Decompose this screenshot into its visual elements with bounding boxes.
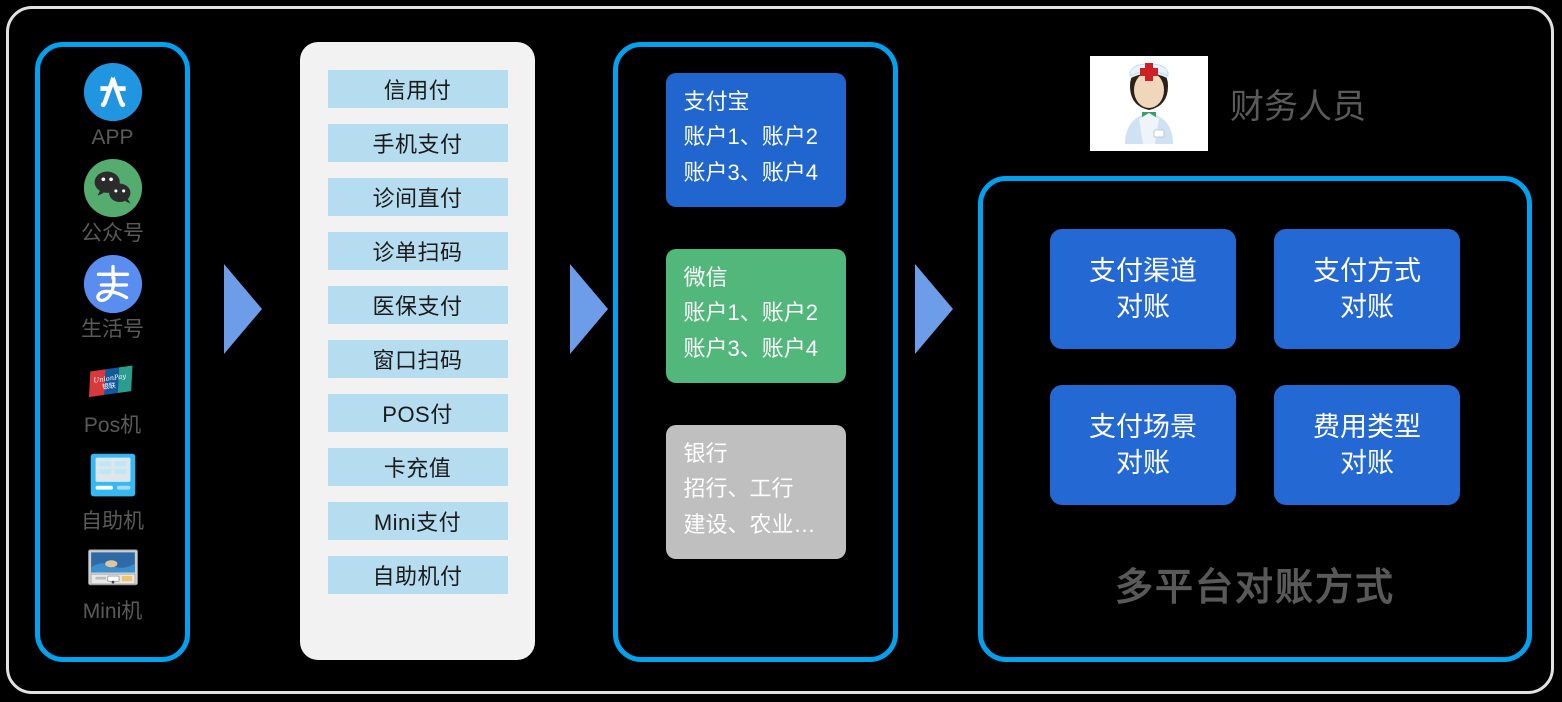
payment-channels-panel: 支付宝 账户1、账户2 账户3、账户4 微信 账户1、账户2 账户3、账户4 银… [613,42,898,662]
channel-card-alipay[interactable]: 支付宝 账户1、账户2 账户3、账户4 [665,73,846,207]
channel-name: 银行 [683,441,728,466]
source-item-alipay-life[interactable]: 生活号 [40,253,185,343]
unionpay-pos-icon: UnionPay 银联 [82,349,144,411]
source-item-mini-terminal[interactable]: Mini机 [40,541,185,625]
channel-accounts-line: 账户1、账户2 [683,300,818,325]
arrow-right-icon [915,264,953,354]
reconciliation-box-scene[interactable]: 支付场景 对账 [1050,385,1236,505]
method-chip[interactable]: 医保支付 [327,286,508,324]
channel-name: 微信 [683,265,728,290]
channel-accounts-line: 账户3、账户4 [683,336,818,361]
method-chip[interactable]: POS付 [327,394,508,432]
source-item-wechat-official[interactable]: 公众号 [40,157,185,247]
channel-card-bank[interactable]: 银行 招行、工行 建设、农业… [665,425,846,559]
finance-staff-block: 财务人员 [1090,56,1366,151]
reconciliation-grid: 支付渠道 对账 支付方式 对账 支付场景 对账 费用类型 对账 [1050,229,1460,505]
payment-sources-list: APP 公众号 [40,61,185,625]
method-chip[interactable]: 窗口扫码 [327,340,508,378]
source-label: APP [91,126,134,149]
source-label: Mini机 [82,600,143,623]
channel-accounts-line: 招行、工行 [683,476,794,501]
finance-staff-label: 财务人员 [1230,88,1366,126]
reconciliation-box-fee-type[interactable]: 费用类型 对账 [1274,385,1460,505]
svg-text:银联: 银联 [101,380,116,391]
channel-card-wechat[interactable]: 微信 账户1、账户2 账户3、账户4 [665,249,846,383]
method-chip[interactable]: 自助机付 [327,556,508,594]
payment-sources-panel: APP 公众号 [35,42,190,662]
method-chip[interactable]: Mini支付 [327,502,508,540]
payment-methods-panel: 信用付 手机支付 诊间直付 诊单扫码 医保支付 窗口扫码 POS付 卡充值 Mi… [300,42,535,660]
channel-accounts-line: 账户1、账户2 [683,124,818,149]
method-chip[interactable]: 诊单扫码 [327,232,508,270]
alipay-icon [82,253,144,315]
method-chip[interactable]: 信用付 [327,70,508,108]
wechat-icon [82,157,144,219]
source-label: Pos机 [83,414,142,437]
reconciliation-panel: 支付渠道 对账 支付方式 对账 支付场景 对账 费用类型 对账 多平台对账方式 [978,176,1532,662]
arrow-right-icon [570,264,608,354]
source-label: 自助机 [81,510,144,533]
arrow-right-icon [224,264,262,354]
source-item-pos[interactable]: UnionPay 银联 Pos机 [40,349,185,439]
method-chip[interactable]: 手机支付 [327,124,508,162]
mini-terminal-icon [82,541,144,597]
channel-accounts-line: 建设、农业… [683,512,816,537]
channel-accounts-line: 账户3、账户4 [683,160,818,185]
source-item-kiosk[interactable]: 自助机 [40,445,185,535]
payment-methods-list: 信用付 手机支付 诊间直付 诊单扫码 医保支付 窗口扫码 POS付 卡充值 Mi… [300,70,535,594]
method-chip[interactable]: 卡充值 [327,448,508,486]
kiosk-icon [82,445,144,507]
source-item-app[interactable]: APP [40,61,185,151]
finance-staff-avatar [1090,56,1208,151]
source-label: 公众号 [81,222,144,245]
app-store-icon [82,61,144,123]
reconciliation-caption: 多平台对账方式 [1114,567,1395,609]
reconciliation-box-channel[interactable]: 支付渠道 对账 [1050,229,1236,349]
source-label: 生活号 [81,318,144,341]
method-chip[interactable]: 诊间直付 [327,178,508,216]
reconciliation-box-method[interactable]: 支付方式 对账 [1274,229,1460,349]
channel-name: 支付宝 [683,89,750,114]
payment-channels-list: 支付宝 账户1、账户2 账户3、账户4 微信 账户1、账户2 账户3、账户4 银… [618,73,893,559]
